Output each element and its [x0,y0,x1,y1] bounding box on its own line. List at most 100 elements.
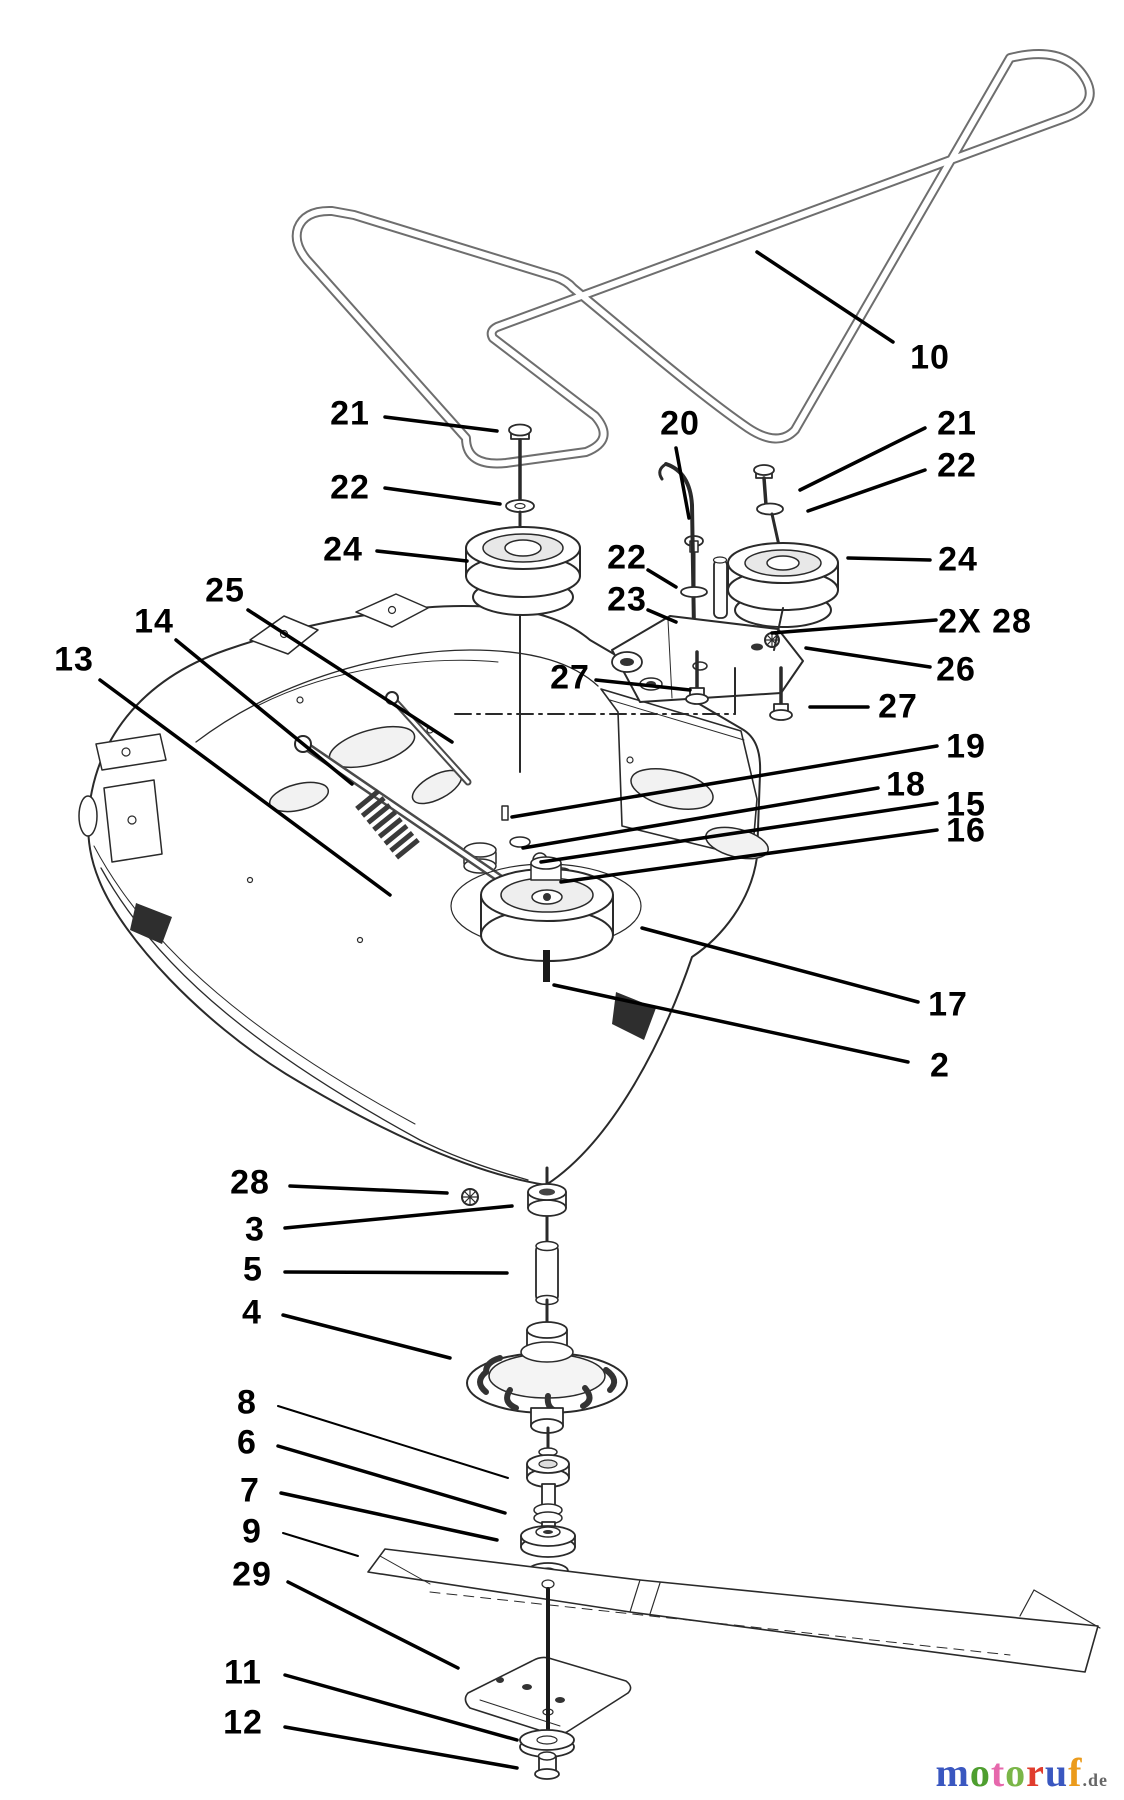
callout-label: 10 [910,338,950,377]
watermark-suffix: .de [1082,1770,1108,1790]
watermark-logo: motoruf.de [936,1749,1109,1796]
left-idler-assembly [465,423,581,773]
leader-line [283,1725,519,1770]
washer-22 [680,586,708,598]
callout-label: 26 [936,650,976,689]
watermark-letter: r [1026,1750,1045,1795]
callout-label: 21 [937,404,977,443]
callout-label: 6 [237,1423,257,1462]
callout-label: 18 [886,765,926,804]
callout-label: 9 [242,1512,262,1551]
callout-label: 23 [607,580,647,619]
callout-label: 21 [330,394,370,433]
blade-fasteners [519,1587,575,1780]
idler-washer [505,499,535,513]
leader-line [283,1204,514,1230]
callout-label: 17 [928,985,968,1024]
leader-line [288,1184,449,1195]
spacer-tube-5 [535,1240,559,1306]
leader-line [755,250,895,344]
leader-line [383,415,499,433]
leader-line [552,983,910,1064]
callout-label: 11 [224,1653,262,1692]
spacer [713,559,728,619]
flange-locknut-28b [461,1188,479,1206]
small-washer [509,836,531,848]
callout-label: 2X 28 [938,602,1032,641]
leader-line [98,678,392,897]
spindle-stack-lower [461,1166,628,1590]
watermark-letter: t [990,1750,1006,1795]
spindle-pulley [450,856,642,982]
leader-line [246,608,454,744]
leader-line [383,486,502,506]
leader-line [539,801,939,864]
leader-line [559,828,939,884]
callout-label: 13 [54,640,94,679]
leader-line [674,446,691,520]
watermark-letter: f [1068,1750,1083,1795]
hex-bolt-27a [685,650,709,705]
leader-line [286,1580,460,1670]
drive-belt [291,49,1095,469]
leader-line [282,1532,359,1557]
deck-tab [355,593,429,628]
callout-label: 20 [660,404,700,443]
leader-line [283,1673,519,1742]
deck-spring [355,789,421,861]
callout-label: 22 [937,446,977,485]
callout-label: 22 [330,468,370,507]
leader-line [521,786,880,850]
deck-skirt-line [100,867,529,1181]
leader-lines [98,250,939,1770]
leader-line [806,468,927,513]
leader-line [276,1444,507,1515]
gauge-bracket [78,733,167,863]
cutting-blade [367,1548,1101,1673]
leader-line [646,608,678,624]
leader-line [846,556,932,562]
idler-pulley-right [727,542,839,628]
callout-label: 27 [550,658,590,697]
deck-top-rib [195,649,599,743]
callout-label: 8 [237,1383,257,1422]
spindle-housing-4 [466,1321,628,1434]
leader-line [594,678,692,692]
watermark-letter: o [1005,1750,1027,1795]
idler-bolt [508,423,532,505]
callout-label: 2 [930,1046,950,1085]
idler-bolt [753,464,775,507]
leader-line [174,638,354,786]
idler-bracket-assembly [454,615,804,721]
callout-label: 24 [938,540,978,579]
callout-label: 27 [878,687,918,726]
bearing-8 [526,1447,570,1488]
leader-line [640,926,920,1004]
leader-line [770,618,938,635]
watermark-letter: o [969,1750,991,1795]
leader-line [283,1270,509,1275]
callout-label: 22 [607,538,647,577]
spindle-bolt-2 [543,950,550,982]
deck-skirt-line2 [93,845,416,1125]
right-idler-assembly [727,464,839,651]
callout-label: 3 [245,1210,265,1249]
idler-pulley-left [465,526,581,616]
idler-washer [756,502,784,516]
callout-label: 19 [946,727,986,766]
callout-label: 29 [232,1555,272,1594]
callout-label: 4 [242,1293,262,1332]
deck-top-rib2 [256,659,499,707]
deck-bracket-shadow [130,903,172,944]
blade-washer-11 [519,1729,575,1758]
hex-bolt-27b [769,666,793,721]
watermark-letter: m [935,1750,970,1795]
leader-line [281,1313,452,1360]
leader-line [510,744,939,819]
bearing-3 [527,1183,567,1217]
callout-label: 24 [323,530,363,569]
belt-keeper-pin [501,805,509,821]
watermark-letter: u [1044,1750,1069,1795]
